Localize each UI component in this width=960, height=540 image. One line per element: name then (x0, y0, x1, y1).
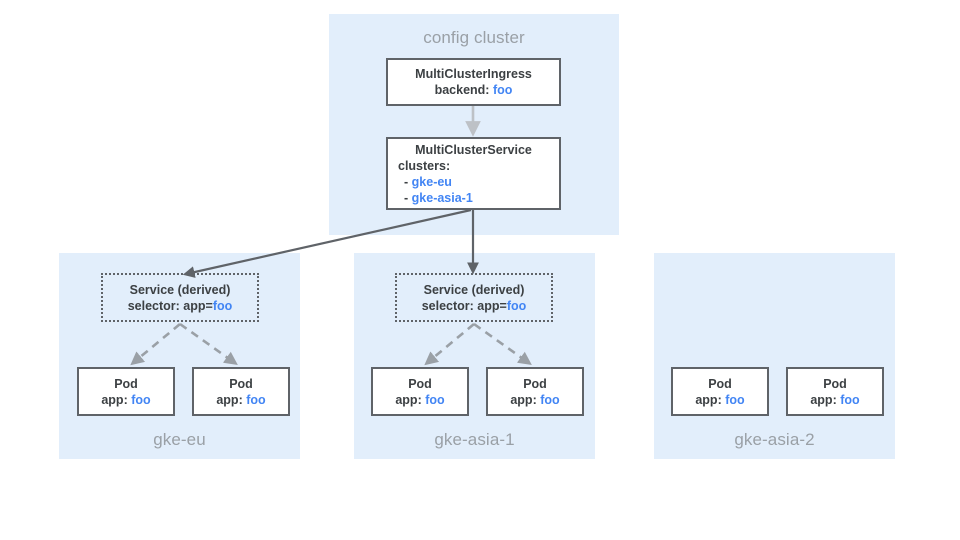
selector-label: selector: app= (127, 298, 213, 313)
node-kind-label: Pod (229, 376, 253, 391)
pod-app-field: app: foo (488, 392, 582, 408)
node-kind-label: Pod (523, 376, 547, 391)
pod-app-field: app: foo (194, 392, 288, 408)
clusters-list-item-0: - gke-eu (388, 174, 575, 190)
panel-title-gke-eu: gke-eu (153, 430, 206, 449)
node-backend-field: backend: foo (388, 82, 559, 98)
backend-label: backend: (434, 83, 490, 97)
app-label: app: (395, 392, 422, 407)
selector-value: foo (212, 298, 233, 313)
node-kind-label: MultiClusterService (415, 142, 532, 157)
panel-gke-asia-1: gke-asia-1 (354, 253, 595, 459)
node-multiclusterservice[interactable]: MultiClusterService clusters: - gke-eu -… (386, 137, 561, 210)
panel-title-gke-asia-2: gke-asia-2 (734, 430, 815, 449)
app-label: app: (810, 392, 837, 407)
clusters-list-item-1: - gke-asia-1 (388, 190, 575, 206)
node-pod[interactable]: Pod app: foo (371, 367, 469, 416)
node-kind-label: Pod (708, 376, 732, 391)
backend-value: foo (492, 83, 513, 97)
node-kind-label: MultiClusterIngress (415, 67, 532, 81)
node-multiclusteringress[interactable]: MultiClusterIngress backend: foo (386, 58, 561, 106)
selector-field: selector: app=foo (397, 298, 551, 314)
app-label: app: (695, 392, 722, 407)
cluster-name: gke-asia-1 (411, 190, 473, 205)
app-value: foo (840, 392, 860, 407)
panel-gke-asia-2: gke-asia-2 (654, 253, 895, 459)
node-pod[interactable]: Pod app: foo (671, 367, 769, 416)
node-kind-label: Pod (408, 376, 432, 391)
app-value: foo (425, 392, 445, 407)
node-derived-service-gke-eu[interactable]: Service (derived) selector: app=foo (101, 273, 259, 322)
selector-value: foo (506, 298, 527, 313)
selector-field: selector: app=foo (103, 298, 257, 314)
app-value: foo (725, 392, 745, 407)
selector-label: selector: app= (421, 298, 507, 313)
node-kind-label: Pod (823, 376, 847, 391)
node-kind-label: Service (derived) (423, 282, 525, 297)
node-pod[interactable]: Pod app: foo (486, 367, 584, 416)
node-kind-label: Service (derived) (129, 282, 231, 297)
clusters-field-label: clusters: (398, 158, 451, 173)
pod-app-field: app: foo (673, 392, 767, 408)
pod-app-field: app: foo (373, 392, 467, 408)
app-value: foo (131, 392, 151, 407)
list-bullet: - (404, 190, 409, 205)
node-pod[interactable]: Pod app: foo (192, 367, 290, 416)
cluster-name: gke-eu (411, 174, 452, 189)
node-pod[interactable]: Pod app: foo (77, 367, 175, 416)
list-bullet: - (404, 174, 409, 189)
app-label: app: (101, 392, 128, 407)
app-label: app: (510, 392, 537, 407)
panel-title-gke-asia-1: gke-asia-1 (434, 430, 515, 449)
pod-app-field: app: foo (788, 392, 882, 408)
app-value: foo (246, 392, 266, 407)
pod-app-field: app: foo (79, 392, 173, 408)
node-pod[interactable]: Pod app: foo (786, 367, 884, 416)
panel-title-config-cluster: config cluster (423, 28, 525, 47)
app-value: foo (540, 392, 560, 407)
node-derived-service-gke-asia-1[interactable]: Service (derived) selector: app=foo (395, 273, 553, 322)
app-label: app: (216, 392, 243, 407)
node-kind-label: Pod (114, 376, 138, 391)
